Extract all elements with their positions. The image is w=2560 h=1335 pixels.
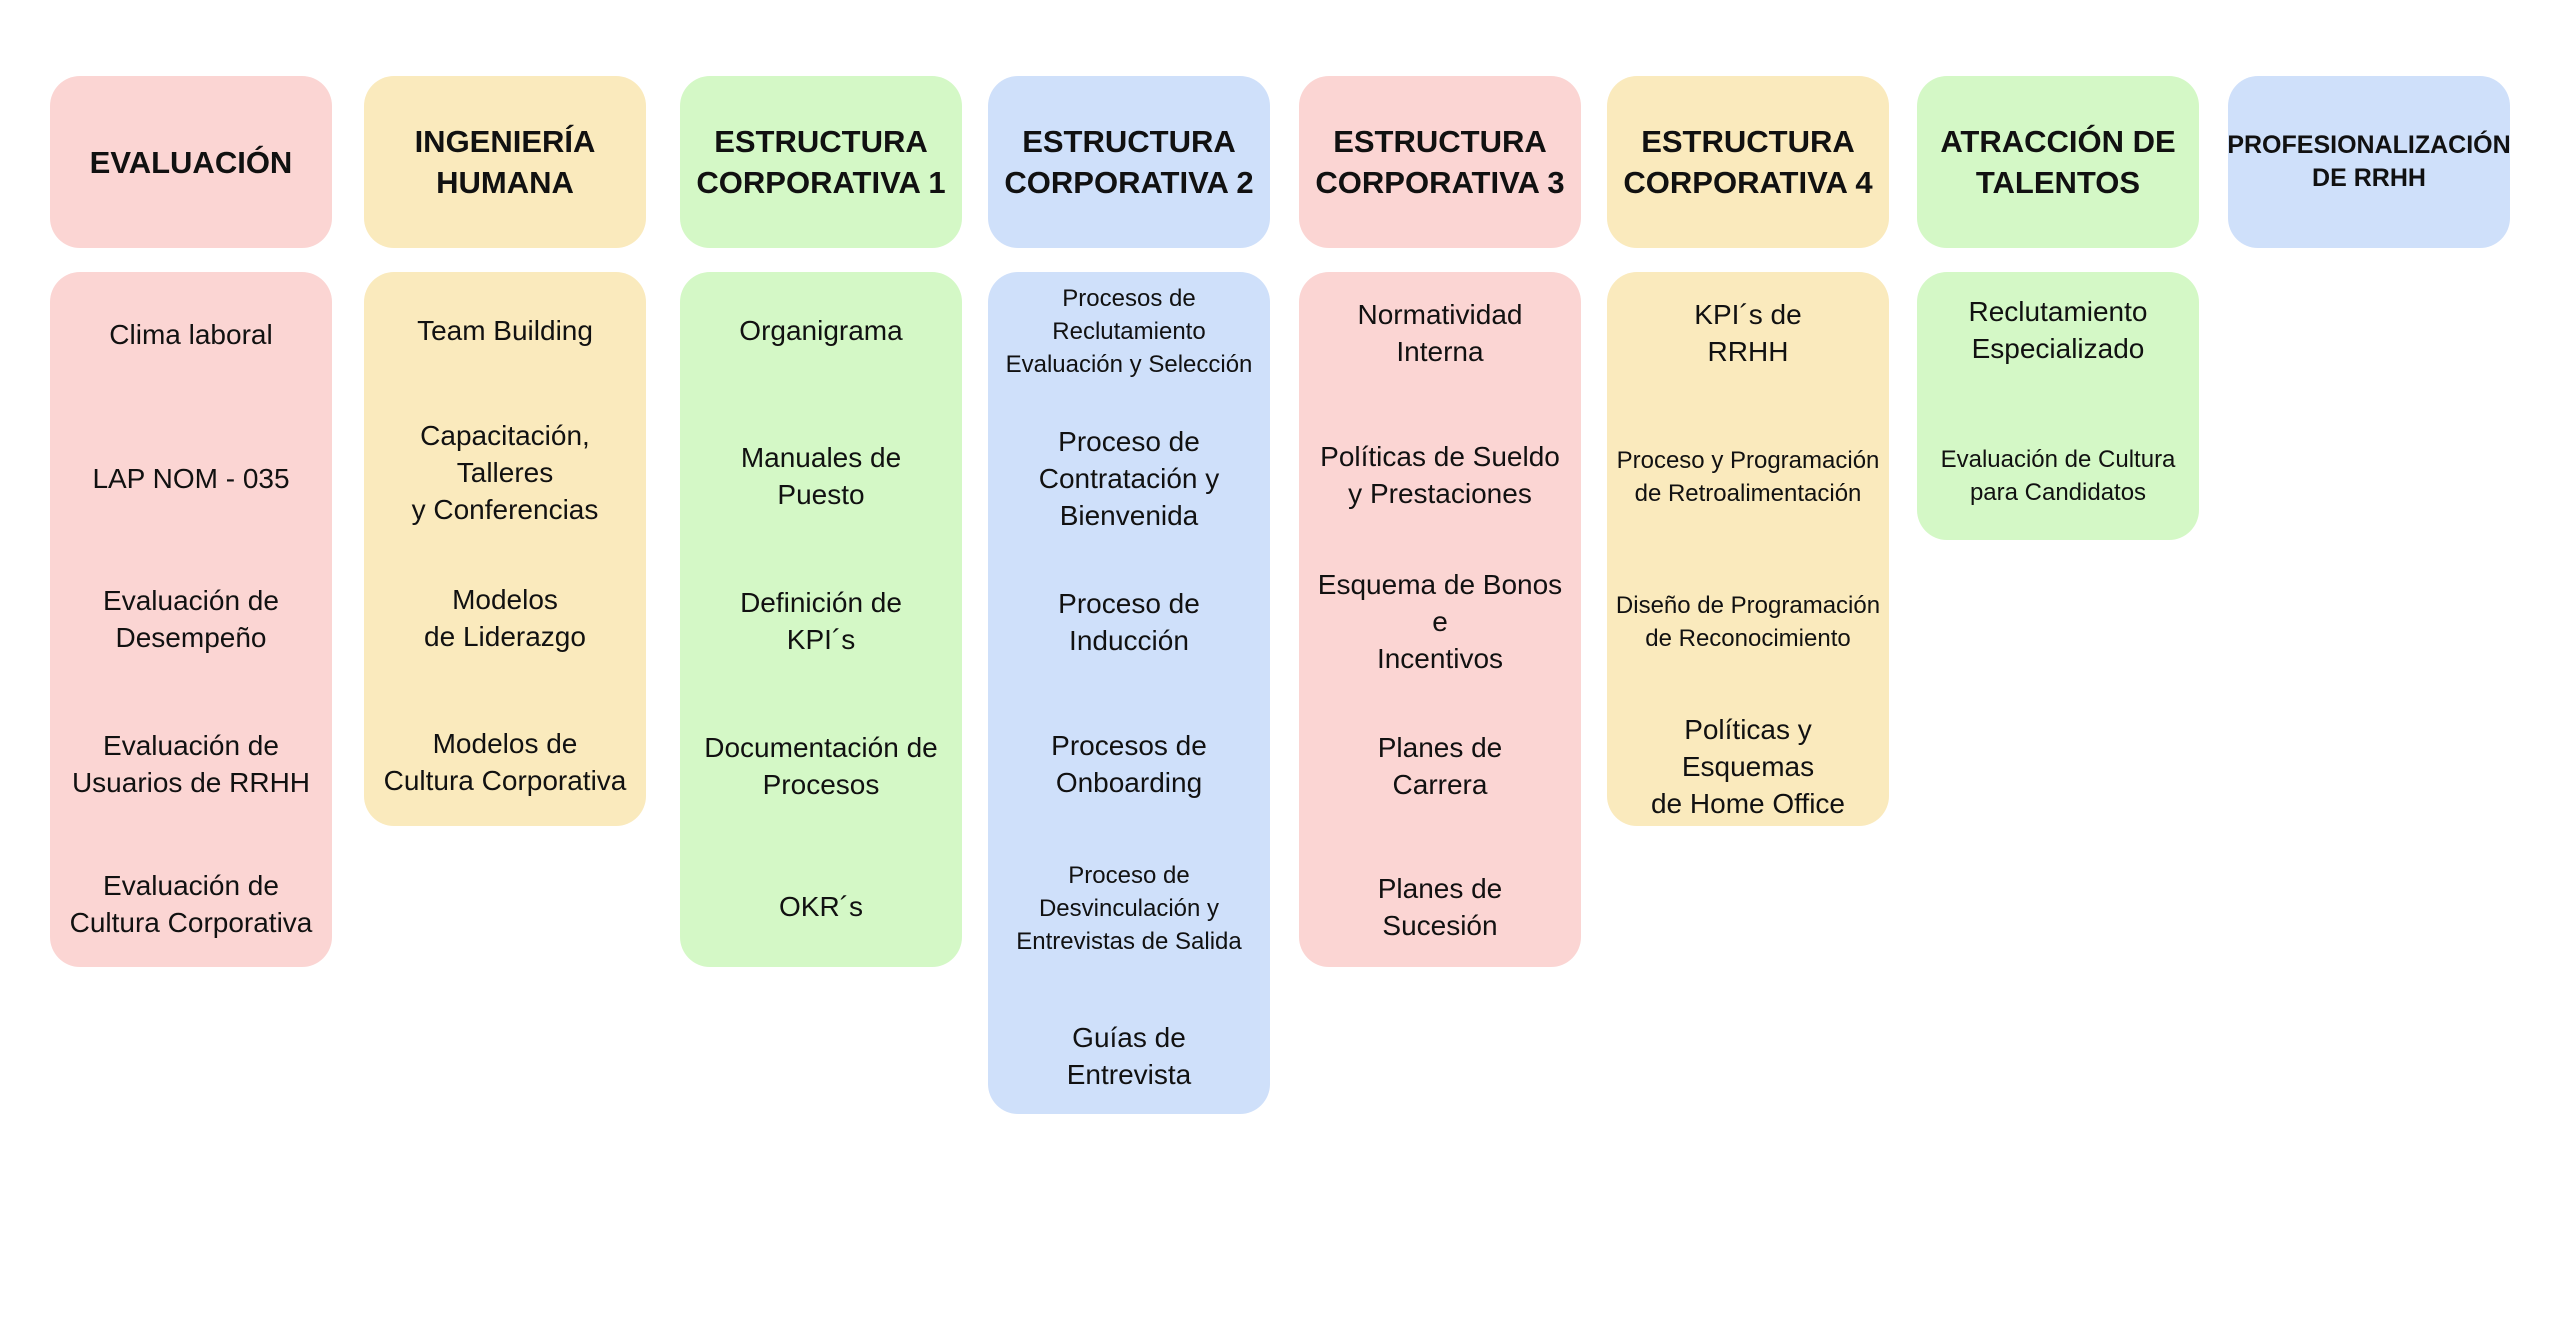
header-title: ESTRUCTURA CORPORATIVA 3 (1315, 124, 1565, 200)
list-item: Team Building (417, 314, 593, 346)
header-title: ESTRUCTURA CORPORATIVA 2 (1004, 124, 1254, 200)
header-title: INGENIERÍA HUMANA (414, 124, 596, 200)
list-item: Modelos de Cultura Corporativa (383, 728, 627, 796)
header-ingenieria-humana: INGENIERÍA HUMANA (364, 76, 646, 248)
list-item: Manuales de Puesto (740, 442, 902, 510)
list-item: Planes de Sucesión (1377, 873, 1503, 941)
header-estructura-corporativa-3: ESTRUCTURA CORPORATIVA 3 (1299, 76, 1581, 248)
list-item: Definición de KPI´s (740, 587, 902, 655)
list-ingenieria-humana: Team Building Capacitación, Talleres y C… (364, 272, 646, 826)
list-item: Diseño de Programación de Reconocimiento (1615, 592, 1881, 652)
list-item: Procesos de Reclutamiento Evaluación y S… (1005, 284, 1253, 378)
header-title: ESTRUCTURA CORPORATIVA 4 (1623, 124, 1873, 200)
list-item: Políticas y Esquemas de Home Office (1650, 713, 1846, 819)
list-item: Procesos de Onboarding (1051, 730, 1207, 798)
list-item: Guías de Entrevista (1066, 1022, 1192, 1090)
header-title: ATRACCIÓN DE TALENTOS (1940, 124, 2176, 200)
list-estructura-corporativa-4: KPI´s de RRHH Proceso y Programación de … (1607, 272, 1889, 826)
list-item: Proceso de Inducción (1058, 588, 1200, 656)
list-item: Políticas de Sueldo y Prestaciones (1320, 441, 1560, 509)
list-item: Evaluación de Usuarios de RRHH (71, 730, 311, 798)
list-item: KPI´s de RRHH (1694, 299, 1802, 367)
header-profesionalizacion-de-rrhh: PROFESIONALIZACIÓN DE RRHH (2227, 76, 2511, 248)
list-evaluacion: Clima laboral LAP NOM - 035 Evaluación d… (50, 272, 332, 967)
header-title: ESTRUCTURA CORPORATIVA 1 (696, 124, 946, 200)
header-title: PROFESIONALIZACIÓN DE RRHH (2227, 131, 2511, 192)
list-item: Esquema de Bonos e Incentivos (1317, 568, 1563, 674)
list-item: Evaluación de Desempeño (103, 585, 279, 653)
list-item: Normatividad Interna (1357, 299, 1523, 367)
header-atraccion-de-talentos: ATRACCIÓN DE TALENTOS (1917, 76, 2199, 248)
list-estructura-corporativa-3: Normatividad Interna Políticas de Sueldo… (1299, 272, 1581, 967)
list-item: Clima laboral (109, 318, 273, 350)
list-item: LAP NOM - 035 (92, 462, 290, 494)
list-item: Modelos de Liderazgo (424, 584, 586, 652)
list-item: Organigrama (739, 314, 903, 346)
list-item: Capacitación, Talleres y Conferencias (411, 419, 599, 525)
list-item: Documentación de Procesos (704, 732, 938, 800)
list-item: Evaluación de Cultura para Candidatos (1940, 446, 2176, 506)
header-title: EVALUACIÓN (89, 144, 293, 180)
list-item: Reclutamiento Especializado (1968, 296, 2148, 364)
list-item: Planes de Carrera (1377, 732, 1503, 800)
header-evaluacion: EVALUACIÓN (50, 76, 332, 248)
list-item: Proceso de Desvinculación y Entrevistas … (1016, 861, 1242, 955)
header-estructura-corporativa-2: ESTRUCTURA CORPORATIVA 2 (988, 76, 1270, 248)
list-item: Evaluación de Cultura Corporativa (69, 870, 313, 938)
header-estructura-corporativa-1: ESTRUCTURA CORPORATIVA 1 (680, 76, 962, 248)
list-estructura-corporativa-2: Procesos de Reclutamiento Evaluación y S… (988, 272, 1270, 1114)
list-item: OKR´s (779, 890, 863, 922)
list-estructura-corporativa-1: Organigrama Manuales de Puesto Definició… (680, 272, 962, 967)
list-item: Proceso de Contratación y Bienvenida (1038, 425, 1220, 531)
list-item: Proceso y Programación de Retroalimentac… (1616, 447, 1880, 507)
list-atraccion-de-talentos: Reclutamiento Especializado Evaluación d… (1917, 272, 2199, 540)
header-estructura-corporativa-4: ESTRUCTURA CORPORATIVA 4 (1607, 76, 1889, 248)
